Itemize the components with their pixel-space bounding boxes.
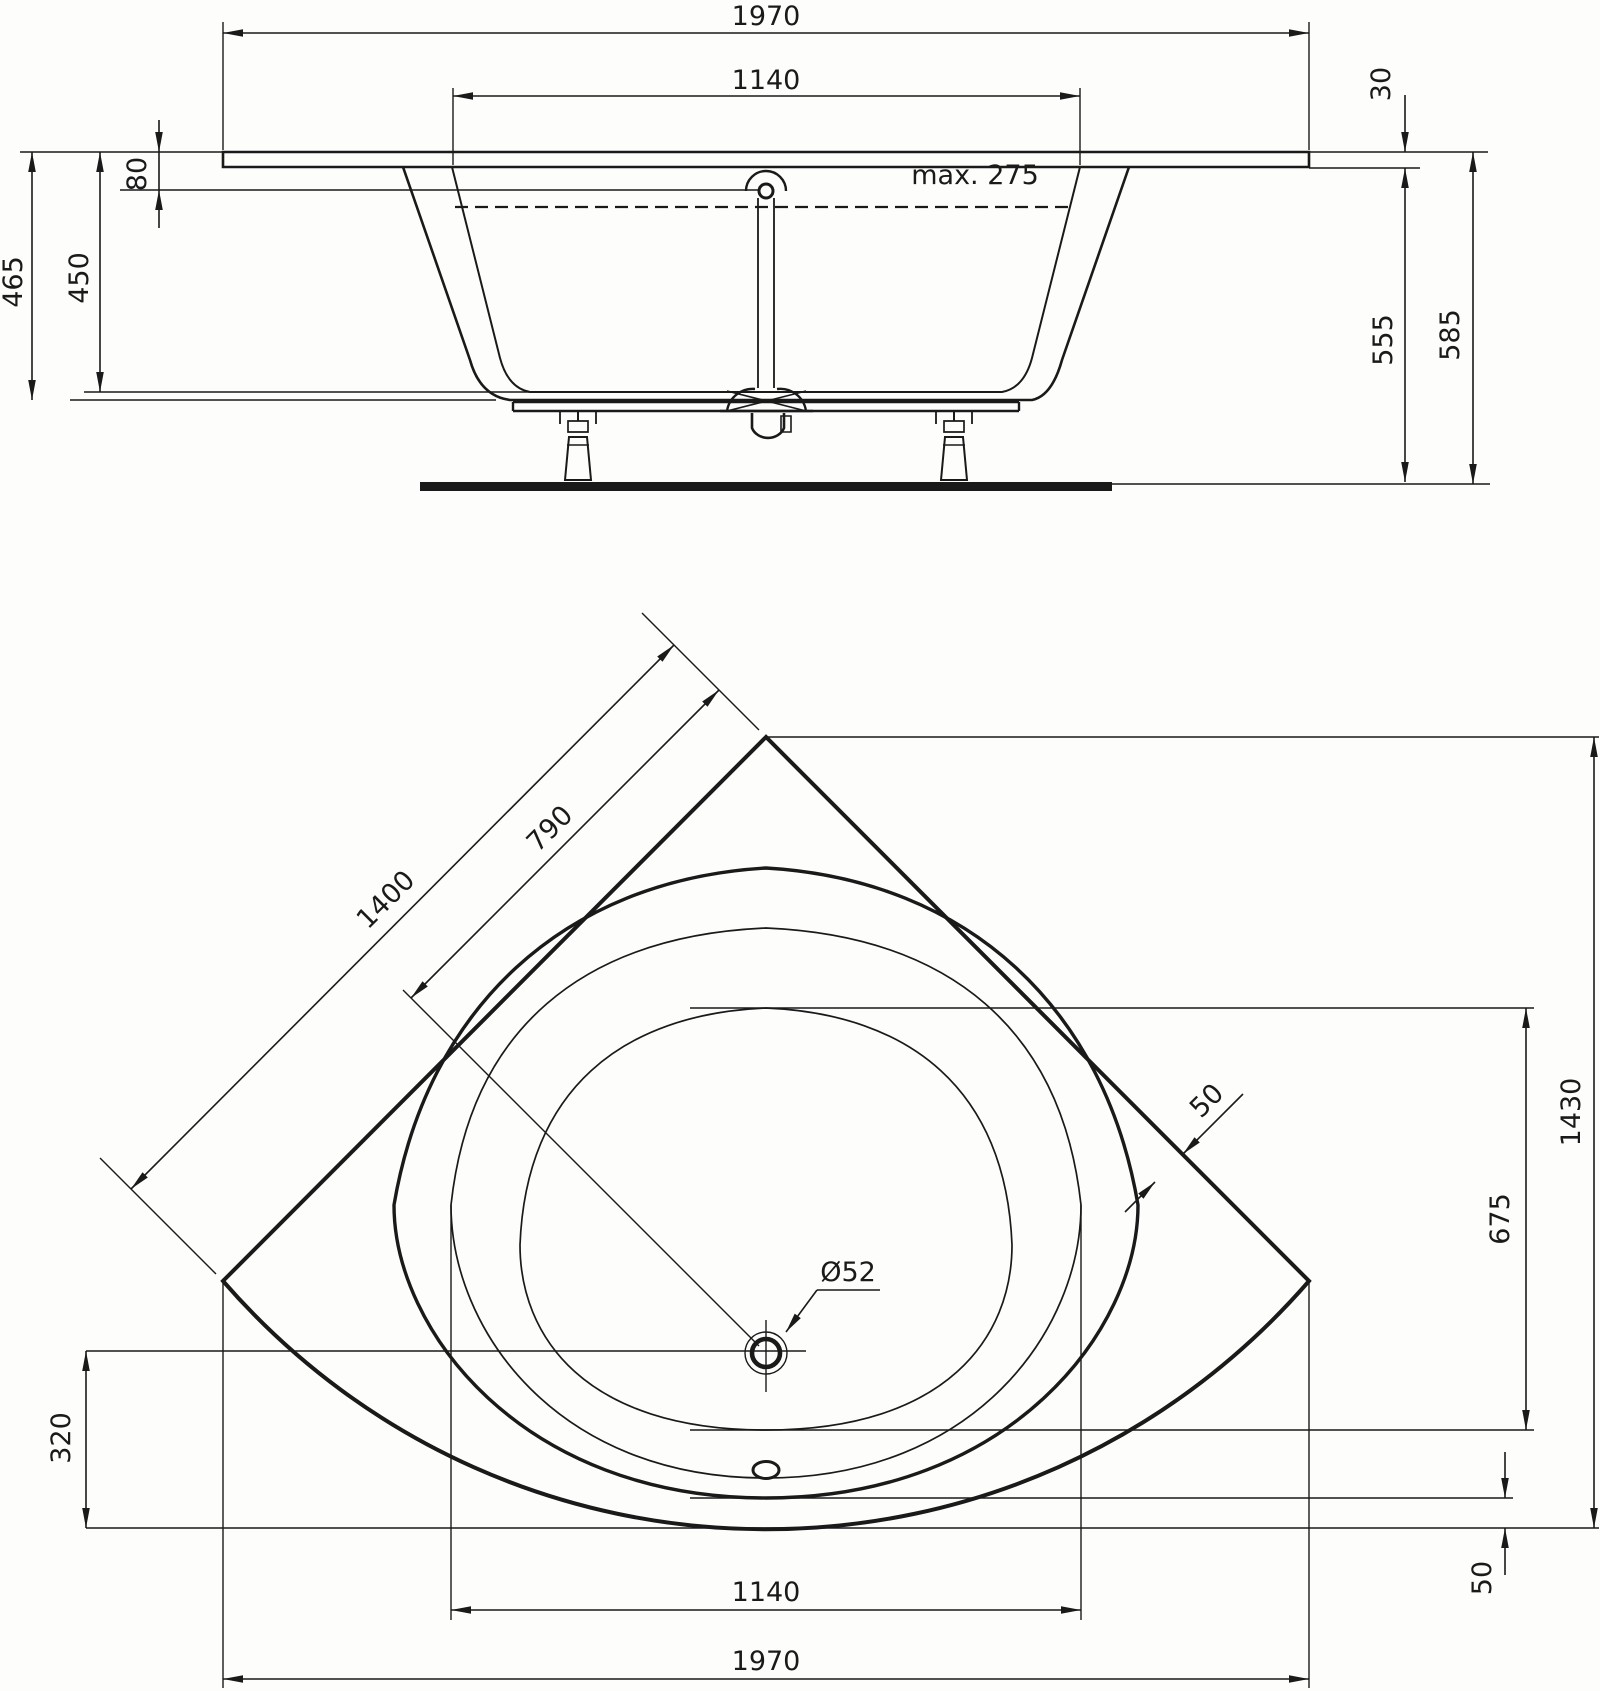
dimension-arrowhead bbox=[786, 1313, 801, 1332]
dimension-arrowhead bbox=[223, 29, 243, 37]
label-side-basin-width: 1140 bbox=[732, 65, 801, 96]
side-path bbox=[939, 436, 969, 481]
dimension-arrowhead bbox=[28, 152, 36, 172]
dimension-arrowhead bbox=[453, 92, 473, 100]
label-plan-overall-width: 1970 bbox=[732, 1646, 801, 1677]
label-side-overflow-offset: 80 bbox=[122, 157, 153, 191]
label-side-overall-height: 585 bbox=[1435, 309, 1466, 361]
dimension-arrowhead bbox=[451, 1606, 471, 1614]
plan-line bbox=[99, 1157, 217, 1275]
dimension-arrowhead bbox=[1522, 1008, 1530, 1028]
floor-plate bbox=[420, 482, 1112, 491]
label-plan-side-length: 1400 bbox=[351, 865, 422, 936]
dimension-arrowhead bbox=[1590, 737, 1598, 757]
dimension-arrowhead bbox=[155, 190, 163, 210]
label-side-rim-thickness: 30 bbox=[1366, 67, 1397, 101]
dimension-arrowhead bbox=[1522, 1410, 1530, 1430]
dimension-arrowhead bbox=[28, 380, 36, 400]
dimension-arrowhead bbox=[1469, 464, 1477, 484]
dimension-arrowhead bbox=[96, 152, 104, 172]
side-path bbox=[750, 413, 786, 440]
side-path bbox=[221, 150, 1311, 169]
dimension-arrowhead bbox=[1401, 462, 1409, 482]
dimension-arrowhead bbox=[702, 690, 719, 707]
side-path bbox=[744, 169, 788, 192]
plan-path bbox=[450, 927, 1082, 1479]
plan-line bbox=[410, 689, 720, 999]
label-plan-basin-width: 1140 bbox=[732, 1577, 801, 1608]
side-path bbox=[451, 166, 1081, 393]
dimension-arrowhead bbox=[1401, 168, 1409, 188]
dimension-arrowhead bbox=[1590, 1508, 1598, 1528]
dimension-arrowhead bbox=[1501, 1478, 1509, 1498]
label-plan-corner-to-drain: 790 bbox=[521, 800, 579, 858]
label-side-overall-width: 1970 bbox=[732, 1, 801, 32]
dimension-arrowhead bbox=[1289, 29, 1309, 37]
label-plan-drain-diameter: Ø52 bbox=[820, 1257, 876, 1288]
plan-line bbox=[402, 989, 760, 1347]
label-plan-floor-length: 675 bbox=[1485, 1193, 1516, 1245]
label-side-max-fill: max. 275 bbox=[911, 160, 1039, 191]
drain-circle bbox=[744, 1331, 788, 1375]
dimension-arrowhead bbox=[1061, 1606, 1081, 1614]
overflow-hole bbox=[751, 1460, 781, 1480]
plan-path bbox=[220, 734, 1312, 1532]
dimension-arrowhead bbox=[411, 981, 428, 998]
label-side-depth-inner: 450 bbox=[64, 252, 95, 304]
dimension-arrowhead bbox=[1469, 152, 1477, 172]
dimension-arrowhead bbox=[155, 132, 163, 152]
dimension-arrowhead bbox=[1401, 132, 1409, 152]
dimension-arrowhead bbox=[1138, 1182, 1155, 1199]
plan-path bbox=[392, 866, 1140, 1500]
plan-line bbox=[130, 644, 675, 1190]
side-view bbox=[20, 22, 1490, 491]
dimension-arrowhead bbox=[131, 1172, 148, 1189]
dimension-arrowhead bbox=[1060, 92, 1080, 100]
drain-circle bbox=[757, 182, 775, 200]
dimension-arrowhead bbox=[1289, 1675, 1309, 1683]
label-plan-drain-to-front: 320 bbox=[46, 1412, 77, 1464]
plan-path bbox=[519, 1007, 1013, 1431]
dimension-arrowhead bbox=[82, 1351, 90, 1371]
side-path bbox=[567, 420, 589, 433]
dimension-arrowhead bbox=[96, 372, 104, 392]
side-path bbox=[725, 387, 756, 412]
label-side-underside-height: 555 bbox=[1368, 314, 1399, 366]
dimension-arrowhead bbox=[1501, 1528, 1509, 1548]
label-side-depth-outer: 465 bbox=[0, 256, 29, 308]
side-path bbox=[780, 415, 792, 433]
dimension-arrowhead bbox=[82, 1508, 90, 1528]
label-plan-rim-width-side: 50 bbox=[1184, 1078, 1230, 1124]
side-path bbox=[563, 436, 593, 481]
label-plan-overall-depth: 1430 bbox=[1556, 1078, 1587, 1147]
side-path bbox=[943, 420, 965, 433]
dimension-arrowhead bbox=[223, 1675, 243, 1683]
dimension-arrowhead bbox=[1183, 1137, 1200, 1154]
plan-view bbox=[82, 612, 1599, 1688]
plan-line bbox=[641, 612, 760, 731]
dimension-arrowhead bbox=[657, 645, 674, 662]
side-path bbox=[401, 166, 1131, 402]
drain-circle bbox=[749, 1336, 783, 1370]
label-plan-rim-width-front: 50 bbox=[1467, 1561, 1498, 1595]
